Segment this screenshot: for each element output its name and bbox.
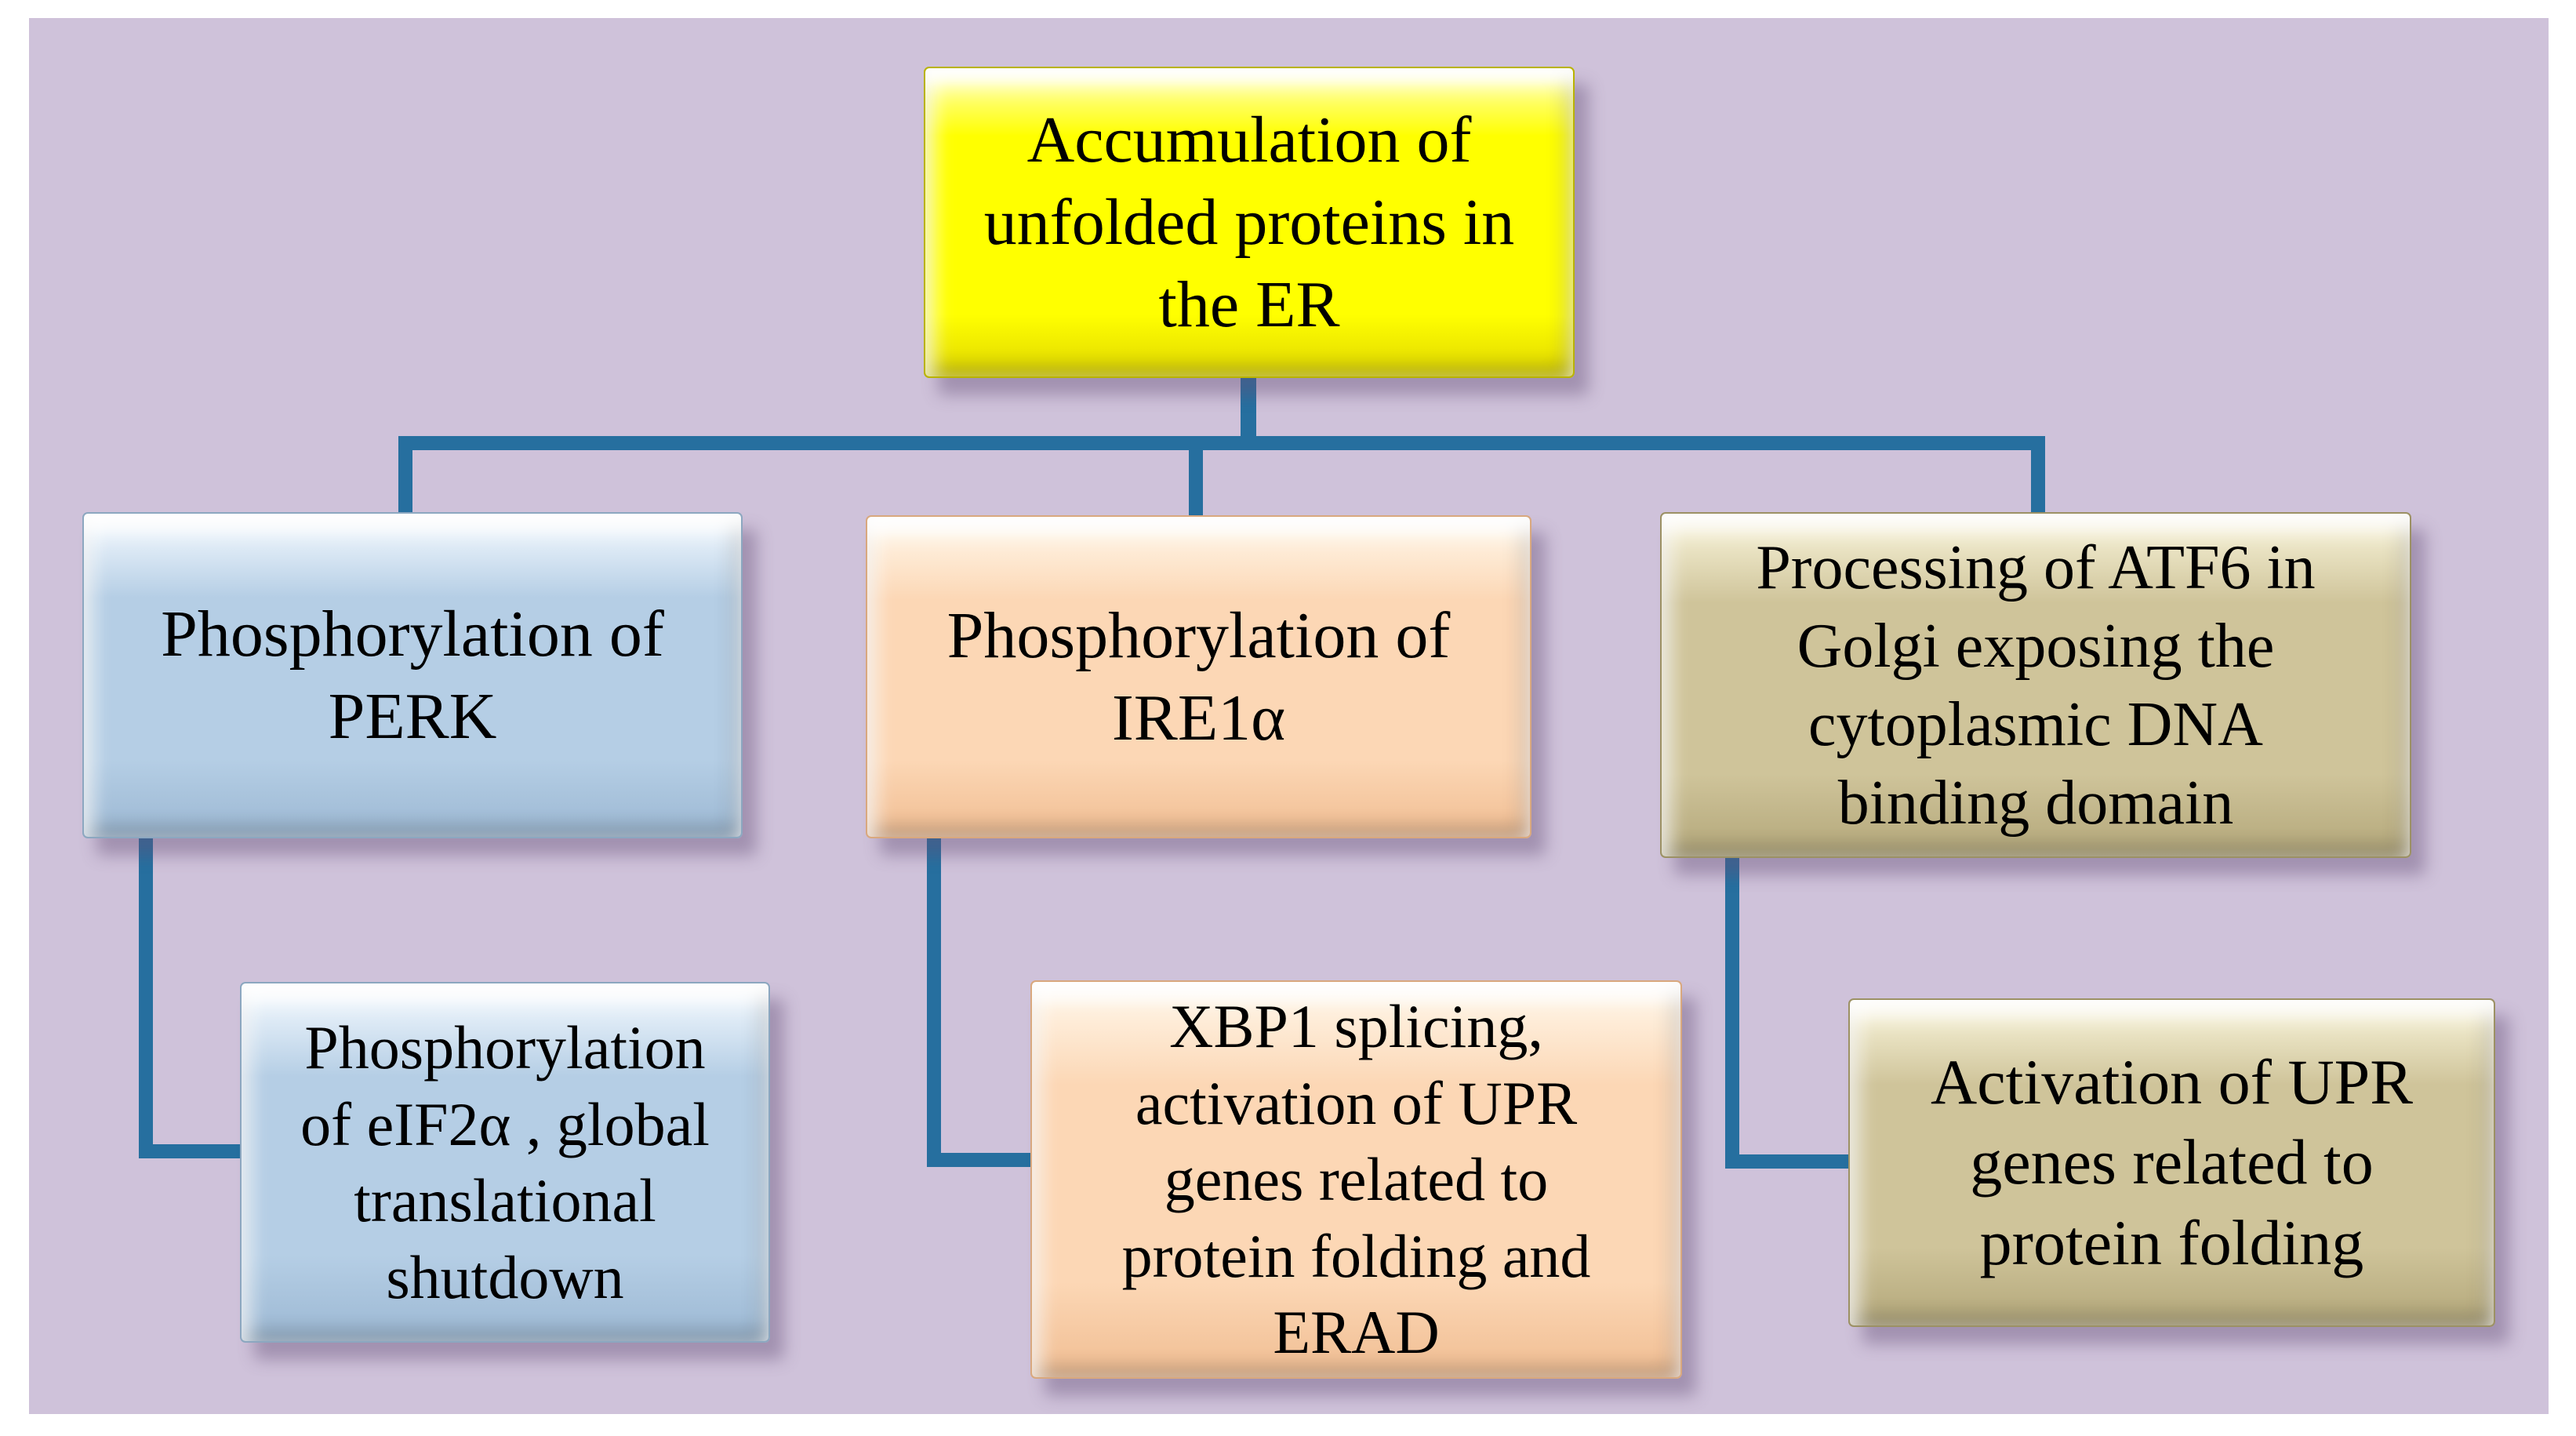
node-activation-upr-genes: Activation of UPR genes related to prote… <box>1848 998 2495 1327</box>
node-xbp1-splicing: XBP1 splicing, activation of UPR genes r… <box>1030 980 1682 1379</box>
node-phosphorylation-ire1a: Phosphorylation of IRE1α <box>866 515 1531 838</box>
connector-elbow-atf6-vertical <box>1725 851 1739 1169</box>
connector-elbow-ire1-horizontal <box>927 1153 1037 1167</box>
node-phosphorylation-eif2a-label: Phosphorylation of eIF2α , global transl… <box>300 1013 710 1311</box>
node-processing-atf6-label: Processing of ATF6 in Golgi exposing the… <box>1756 533 2316 838</box>
node-phosphorylation-ire1a-label: Phosphorylation of IRE1α <box>946 599 1451 754</box>
connector-drop-ire1 <box>1189 436 1203 521</box>
node-phosphorylation-perk-label: Phosphorylation of PERK <box>161 598 664 753</box>
connector-elbow-atf6-horizontal <box>1725 1154 1854 1169</box>
node-phosphorylation-perk: Phosphorylation of PERK <box>82 512 743 838</box>
node-xbp1-splicing-label: XBP1 splicing, activation of UPR genes r… <box>1121 992 1591 1367</box>
connector-elbow-perk-vertical <box>139 830 153 1158</box>
connector-drop-atf6 <box>2031 436 2045 518</box>
node-accumulation-unfolded-proteins-label: Accumulation of unfolded proteins in the… <box>983 104 1515 341</box>
connector-drop-perk <box>398 436 412 518</box>
connector-elbow-perk-horizontal <box>139 1144 245 1158</box>
connector-elbow-ire1-vertical <box>927 831 941 1167</box>
connector-horizontal-bar <box>398 436 2045 450</box>
connector-root-stem <box>1241 369 1256 450</box>
node-phosphorylation-eif2a: Phosphorylation of eIF2α , global transl… <box>240 982 770 1343</box>
node-processing-atf6: Processing of ATF6 in Golgi exposing the… <box>1660 512 2411 858</box>
node-accumulation-unfolded-proteins: Accumulation of unfolded proteins in the… <box>924 67 1575 378</box>
node-activation-upr-genes-label: Activation of UPR genes related to prote… <box>1931 1045 2413 1278</box>
